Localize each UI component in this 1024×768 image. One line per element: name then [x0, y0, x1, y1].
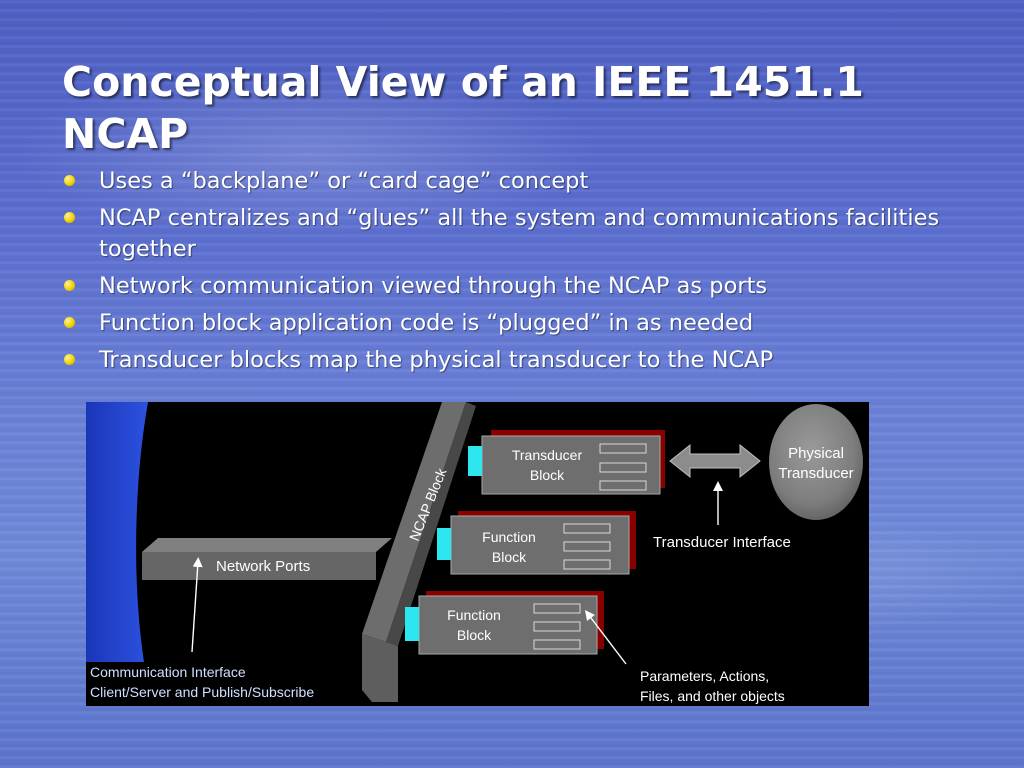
- bullet-text: Function block application code is “plug…: [99, 310, 754, 336]
- network-ports-bar: [142, 538, 392, 580]
- bullet-dot-icon: [64, 354, 75, 365]
- bullet-text: Network communication viewed through the…: [99, 273, 768, 299]
- bullet-text: Uses a “backplane” or “card cage” concep…: [99, 168, 589, 194]
- physical-transducer-line2: Transducer: [778, 465, 853, 482]
- ncap-diagram: NCAP Block Network Ports Transducer Bloc…: [86, 402, 869, 706]
- ncap-diagram-svg: NCAP Block Network Ports Transducer Bloc…: [86, 402, 869, 706]
- bullet-text: Transducer blocks map the physical trans…: [99, 347, 774, 373]
- bullet-item: NCAP centralizes and “glues” all the sys…: [62, 203, 962, 265]
- parameters-line2: Files, and other objects: [640, 688, 785, 704]
- parameters-line1: Parameters, Actions,: [640, 668, 769, 684]
- transducer-block-card: Transducer Block: [468, 430, 665, 495]
- transducer-block-line2: Block: [530, 467, 565, 483]
- double-arrow-icon: [669, 443, 761, 479]
- physical-transducer-line1: Physical: [788, 445, 844, 462]
- bullet-dot-icon: [64, 317, 75, 328]
- bullet-text: NCAP centralizes and “glues” all the sys…: [99, 205, 940, 262]
- function-block-2-line2: Block: [457, 627, 492, 643]
- bullet-item: Transducer blocks map the physical trans…: [62, 345, 962, 376]
- function-block-card-2: Function Block: [405, 591, 604, 655]
- slide-title: Conceptual View of an IEEE 1451.1 NCAP: [62, 58, 864, 158]
- function-block-2-line1: Function: [447, 607, 501, 623]
- communication-interface-line2: Client/Server and Publish/Subscribe: [90, 684, 314, 700]
- bullet-dot-icon: [64, 175, 75, 186]
- bullet-dot-icon: [64, 212, 75, 223]
- bullet-dot-icon: [64, 280, 75, 291]
- function-block-1-line1: Function: [482, 529, 536, 545]
- physical-transducer-ellipse: [769, 404, 863, 520]
- network-ports-arrow: [191, 557, 203, 653]
- transducer-block-line1: Transducer: [512, 447, 583, 463]
- bullet-item: Uses a “backplane” or “card cage” concep…: [62, 166, 962, 197]
- bullet-item: Function block application code is “plug…: [62, 308, 962, 339]
- parameters-arrow: [584, 610, 627, 665]
- ncap-backplane: [362, 402, 476, 702]
- network-edge: [86, 402, 148, 662]
- transducer-interface-label: Transducer Interface: [653, 534, 791, 551]
- function-block-card-1: Function Block: [437, 511, 636, 575]
- bullet-list: Uses a “backplane” or “card cage” concep…: [62, 166, 962, 382]
- function-block-1-line2: Block: [492, 549, 527, 565]
- communication-interface-line1: Communication Interface: [90, 664, 246, 680]
- network-ports-label: Network Ports: [216, 558, 310, 575]
- bullet-item: Network communication viewed through the…: [62, 271, 962, 302]
